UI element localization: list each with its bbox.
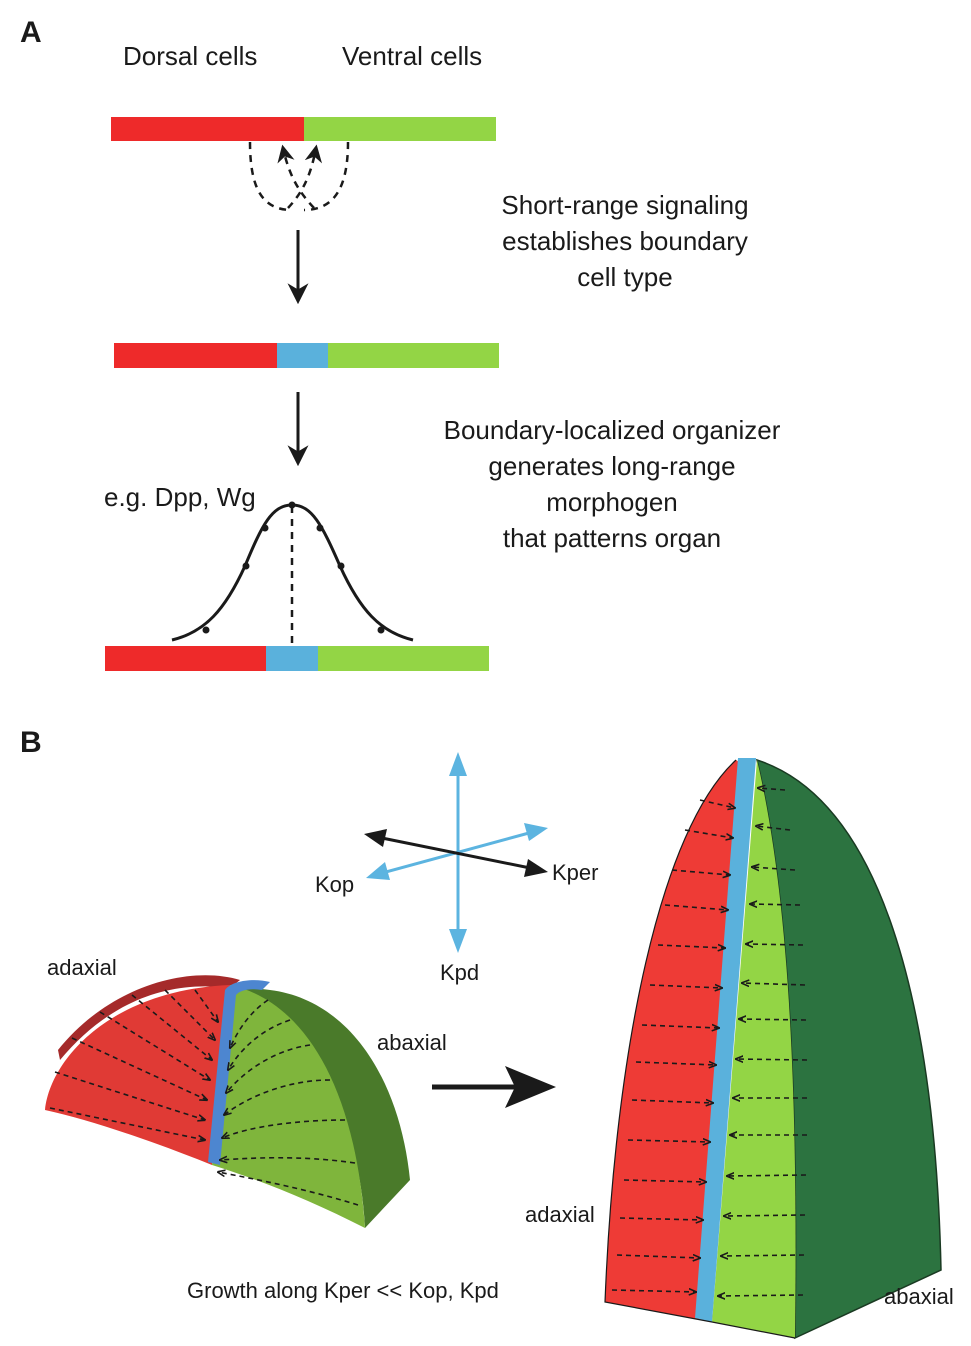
step2-line3: morphogen [546, 487, 678, 517]
tissue-bar-patterned [105, 646, 489, 671]
step2-line1: Boundary-localized organizer [444, 415, 781, 445]
step1-line1: Short-range signaling [501, 190, 748, 220]
dorsal-segment [105, 646, 266, 671]
growth-axes [364, 752, 548, 953]
growth-caption: Growth along Kper << Kop, Kpd [187, 1278, 499, 1303]
dorsal-cells-label: Dorsal cells [123, 41, 257, 71]
morphogen-example-label: e.g. Dpp, Wg [104, 482, 256, 512]
boundary-segment [277, 343, 328, 368]
dorsal-segment [111, 117, 304, 141]
kper-axis [371, 834, 541, 872]
tissue-bar-boundary [114, 343, 499, 368]
tissue-bar-initial [111, 117, 496, 141]
short-range-signaling-arcs [248, 141, 350, 212]
kper-label: Kper [552, 860, 598, 885]
organ-primordium-left [45, 975, 410, 1228]
step2-line2: generates long-range [488, 451, 735, 481]
panel-b-letter: B [20, 726, 42, 759]
kpd-label: Kpd [440, 960, 479, 985]
growth-arrowhead [505, 1066, 556, 1108]
dorsal-segment [114, 343, 277, 368]
ventral-cells-label: Ventral cells [342, 41, 482, 71]
step1-line3: cell type [577, 262, 672, 292]
ventral-segment [318, 646, 489, 671]
organ-elongated-right [604, 758, 942, 1340]
adaxial-label-right: adaxial [525, 1202, 595, 1227]
abaxial-label-right: abaxial [884, 1284, 954, 1309]
boundary-segment [266, 646, 318, 671]
ventral-segment [328, 343, 499, 368]
ventral-segment [304, 117, 496, 141]
adaxial-label-left: adaxial [47, 955, 117, 980]
step2-line4: that patterns organ [503, 523, 721, 553]
kop-label: Kop [315, 872, 354, 897]
panel-a-letter: A [20, 16, 42, 49]
morphogen-gradient-curve [171, 501, 414, 646]
abaxial-label-left: abaxial [377, 1030, 447, 1055]
step1-line2: establishes boundary [502, 226, 748, 256]
